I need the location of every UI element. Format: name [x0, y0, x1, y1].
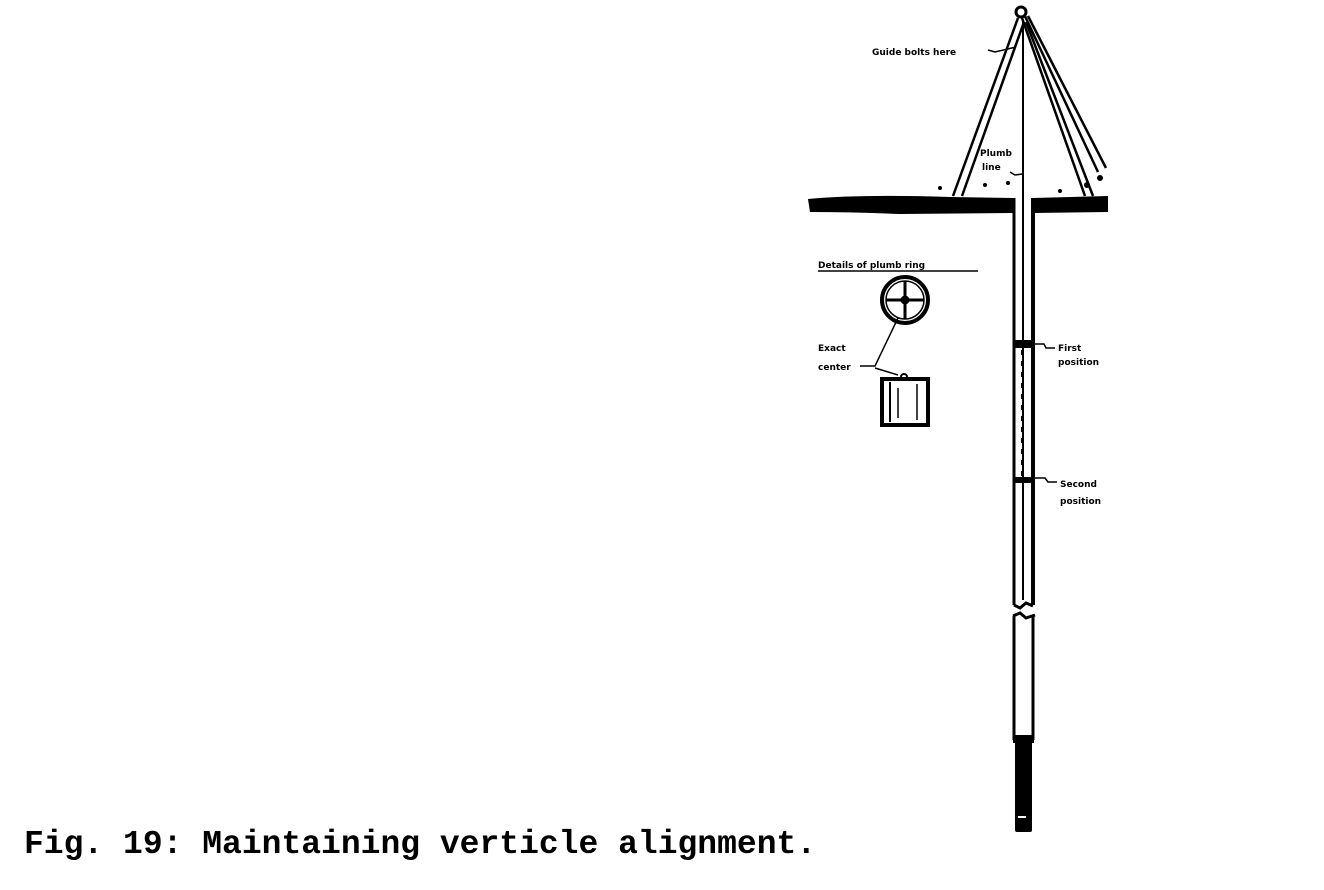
label-exact-center: Exact	[818, 344, 846, 354]
label-guide-bolts: Guide bolts here	[872, 48, 956, 58]
details-title: Details of plumb ring	[818, 261, 925, 271]
second-position-ring	[1013, 477, 1033, 483]
ground	[808, 175, 1108, 214]
tripod	[951, 5, 1108, 197]
label-plumb-line-2: line	[982, 163, 1001, 173]
plumb-ring-detail	[880, 275, 930, 427]
well-pipe	[1012, 198, 1036, 832]
label-first-position-2: position	[1058, 358, 1099, 368]
label-plumb-line: Plumb	[980, 149, 1012, 159]
pulley-ring-icon	[1014, 5, 1028, 19]
label-first-position: First	[1058, 344, 1082, 354]
first-position-ring	[1013, 340, 1033, 348]
label-second-position-2: position	[1060, 497, 1101, 507]
label-exact-center-2: center	[818, 363, 851, 373]
label-second-position: Second	[1060, 480, 1097, 490]
plumb-weight	[880, 377, 930, 427]
figure-caption: Fig. 19: Maintaining verticle alignment.	[24, 826, 817, 863]
